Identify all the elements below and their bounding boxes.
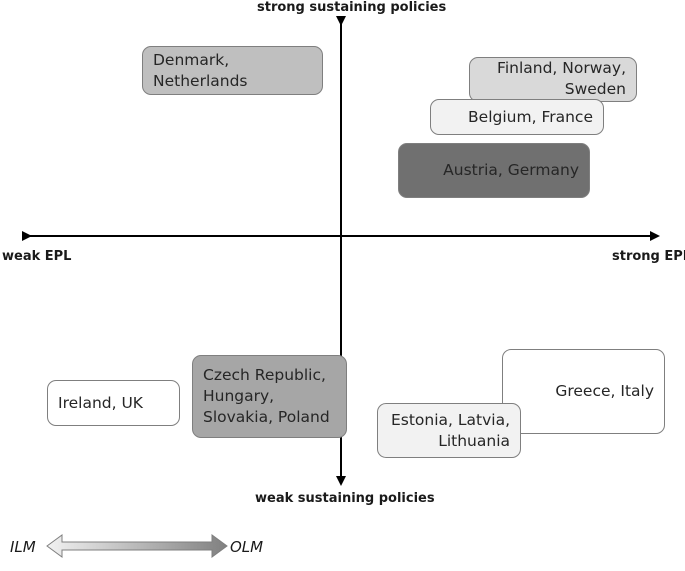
- group-box-belgium-france: Belgium, France: [430, 99, 604, 135]
- axis-label-left: weak EPL: [2, 249, 72, 264]
- group-label-line: Lithuania: [438, 431, 510, 450]
- group-box-czech-hungary-slovakia-poland: Czech Republic, Hungary, Slovakia, Polan…: [192, 355, 347, 438]
- group-label-line: Slovakia, Poland: [203, 408, 330, 426]
- group-box-austria-germany: Austria, Germany: [398, 143, 590, 198]
- group-label-line: Belgium, France: [468, 107, 593, 126]
- group-box-estonia-latvia-lithuania: Estonia, Latvia, Lithuania: [377, 403, 521, 458]
- group-label-line: Hungary,: [203, 387, 275, 405]
- group-box-denmark-netherlands: Denmark, Netherlands: [142, 46, 323, 95]
- group-label-line: Denmark,: [153, 50, 230, 69]
- legend-label-olm: OLM: [230, 538, 264, 556]
- axis-label-bottom: weak sustaining policies: [255, 491, 435, 506]
- axis-label-top: strong sustaining policies: [257, 0, 447, 15]
- group-label-line: Greece, Italy: [555, 382, 654, 400]
- group-box-ireland-uk: Ireland, UK: [47, 380, 180, 426]
- group-label-line: Ireland, UK: [58, 393, 143, 412]
- ilm-olm-double-arrow-icon: [46, 534, 228, 558]
- group-box-greece-italy: Greece, Italy: [502, 349, 665, 434]
- axis-label-right: strong EPL: [612, 249, 685, 264]
- group-label-line: Netherlands: [153, 71, 248, 90]
- group-label-line: Czech Republic,: [203, 366, 326, 384]
- legend-label-ilm: ILM: [10, 538, 36, 556]
- group-label-line: Sweden: [564, 80, 626, 98]
- group-label-line: Estonia, Latvia,: [390, 410, 510, 429]
- group-label-line: Austria, Germany: [443, 161, 579, 179]
- group-label-line: Finland, Norway,: [497, 59, 626, 77]
- group-box-finland-norway-sweden: Finland, Norway, Sweden: [469, 57, 637, 102]
